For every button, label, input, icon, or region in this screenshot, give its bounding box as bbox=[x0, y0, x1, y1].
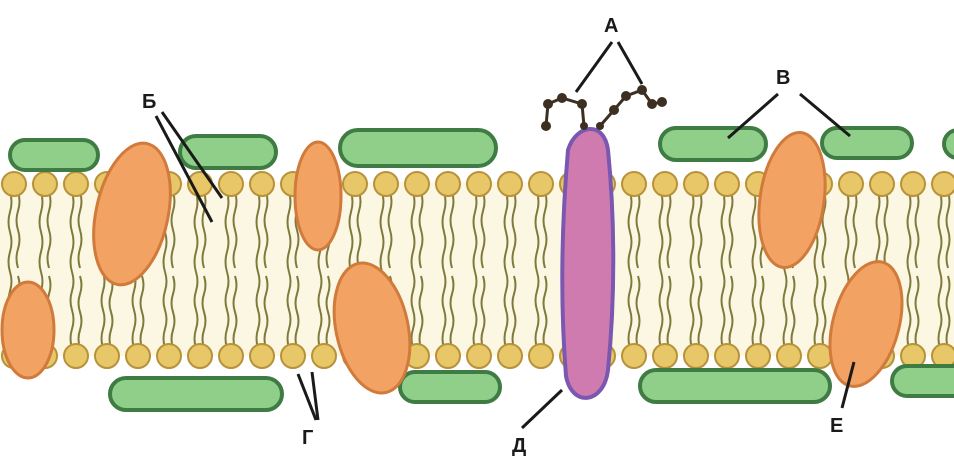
integral-protein bbox=[2, 282, 54, 378]
phospholipid-head bbox=[436, 344, 460, 368]
phospholipid-head bbox=[498, 344, 522, 368]
phospholipid-head bbox=[684, 172, 708, 196]
glycocalyx-node bbox=[621, 91, 631, 101]
label-b: Б bbox=[142, 91, 156, 113]
phospholipid-heads-lower bbox=[2, 344, 954, 368]
phospholipid-head bbox=[715, 172, 739, 196]
phospholipid-head bbox=[467, 172, 491, 196]
phospholipid-head bbox=[157, 344, 181, 368]
phospholipid-head bbox=[529, 172, 553, 196]
phospholipid-head bbox=[374, 172, 398, 196]
transmembrane-protein bbox=[562, 129, 613, 398]
glycocalyx-node bbox=[580, 122, 588, 130]
phospholipid-head bbox=[281, 344, 305, 368]
phospholipid-head bbox=[219, 344, 243, 368]
glycocalyx-node bbox=[557, 93, 567, 103]
phospholipid-head bbox=[529, 344, 553, 368]
label-e: Е bbox=[830, 415, 843, 437]
glycocalyx-node bbox=[596, 122, 604, 130]
peripheral-protein-bottom bbox=[110, 378, 282, 410]
glycocalyx-node bbox=[577, 99, 587, 109]
phospholipid-head bbox=[64, 344, 88, 368]
glycocalyx-node bbox=[647, 99, 657, 109]
phospholipid-head bbox=[932, 172, 954, 196]
glycocalyx-node bbox=[543, 99, 553, 109]
phospholipid-head bbox=[622, 172, 646, 196]
phospholipid-head bbox=[653, 344, 677, 368]
phospholipid-head bbox=[250, 172, 274, 196]
phospholipid-head bbox=[188, 344, 212, 368]
phospholipid-head bbox=[95, 344, 119, 368]
peripheral-protein-top bbox=[822, 128, 912, 158]
phospholipid-head bbox=[219, 172, 243, 196]
phospholipid-head bbox=[715, 344, 739, 368]
phospholipid-head bbox=[436, 172, 460, 196]
phospholipid-head bbox=[312, 344, 336, 368]
phospholipid-head bbox=[2, 172, 26, 196]
glycocalyx-node bbox=[657, 97, 667, 107]
phospholipid-head bbox=[33, 172, 57, 196]
phospholipid-head bbox=[467, 344, 491, 368]
phospholipid-head bbox=[870, 172, 894, 196]
transmembrane-protein-body bbox=[562, 129, 613, 398]
integral-protein bbox=[295, 142, 341, 250]
peripheral-protein-bottom bbox=[892, 366, 954, 396]
phospholipid-head bbox=[343, 172, 367, 196]
phospholipid-head bbox=[684, 344, 708, 368]
peripheral-protein-bottom bbox=[400, 372, 500, 402]
phospholipid-head bbox=[653, 172, 677, 196]
peripheral-protein-top bbox=[340, 130, 496, 166]
phospholipid-head bbox=[622, 344, 646, 368]
phospholipid-head bbox=[746, 344, 770, 368]
glycocalyx-node bbox=[541, 121, 551, 131]
phospholipid-head bbox=[250, 344, 274, 368]
glycocalyx-node bbox=[609, 105, 619, 115]
phospholipid-head bbox=[126, 344, 150, 368]
peripheral-protein-top bbox=[10, 140, 98, 170]
phospholipid-head bbox=[498, 172, 522, 196]
label-v: В bbox=[776, 67, 790, 89]
peripheral-protein-bottom bbox=[640, 370, 830, 402]
phospholipid-head bbox=[839, 172, 863, 196]
phospholipid-head bbox=[405, 172, 429, 196]
peripheral-protein-top bbox=[660, 128, 766, 160]
label-d: Д bbox=[512, 435, 526, 457]
phospholipid-head bbox=[777, 344, 801, 368]
peripheral-protein-top bbox=[944, 130, 954, 158]
phospholipid-head bbox=[64, 172, 88, 196]
label-a: А bbox=[604, 15, 618, 37]
glycocalyx-node bbox=[637, 85, 647, 95]
label-g: Г bbox=[302, 427, 313, 449]
phospholipid-head bbox=[901, 172, 925, 196]
phospholipid-head bbox=[808, 344, 832, 368]
peripheral-protein-top bbox=[180, 136, 276, 168]
